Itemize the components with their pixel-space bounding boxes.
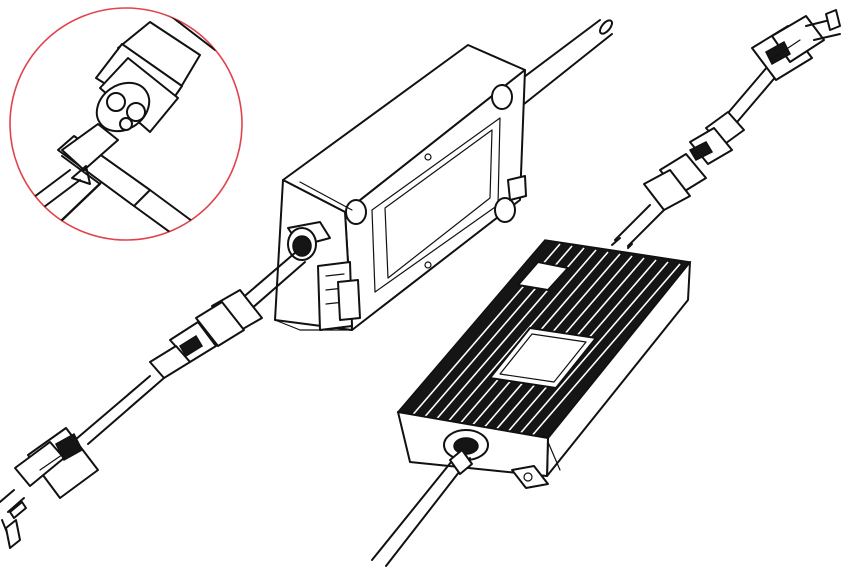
detail-magnifier: [9, 7, 243, 241]
plug-left: [0, 427, 99, 549]
right-cable: [614, 65, 779, 247]
left-cable: [74, 251, 306, 445]
black-adapter: [371, 237, 692, 567]
white-adapter: [274, 44, 527, 331]
plug-right: [751, 9, 841, 81]
